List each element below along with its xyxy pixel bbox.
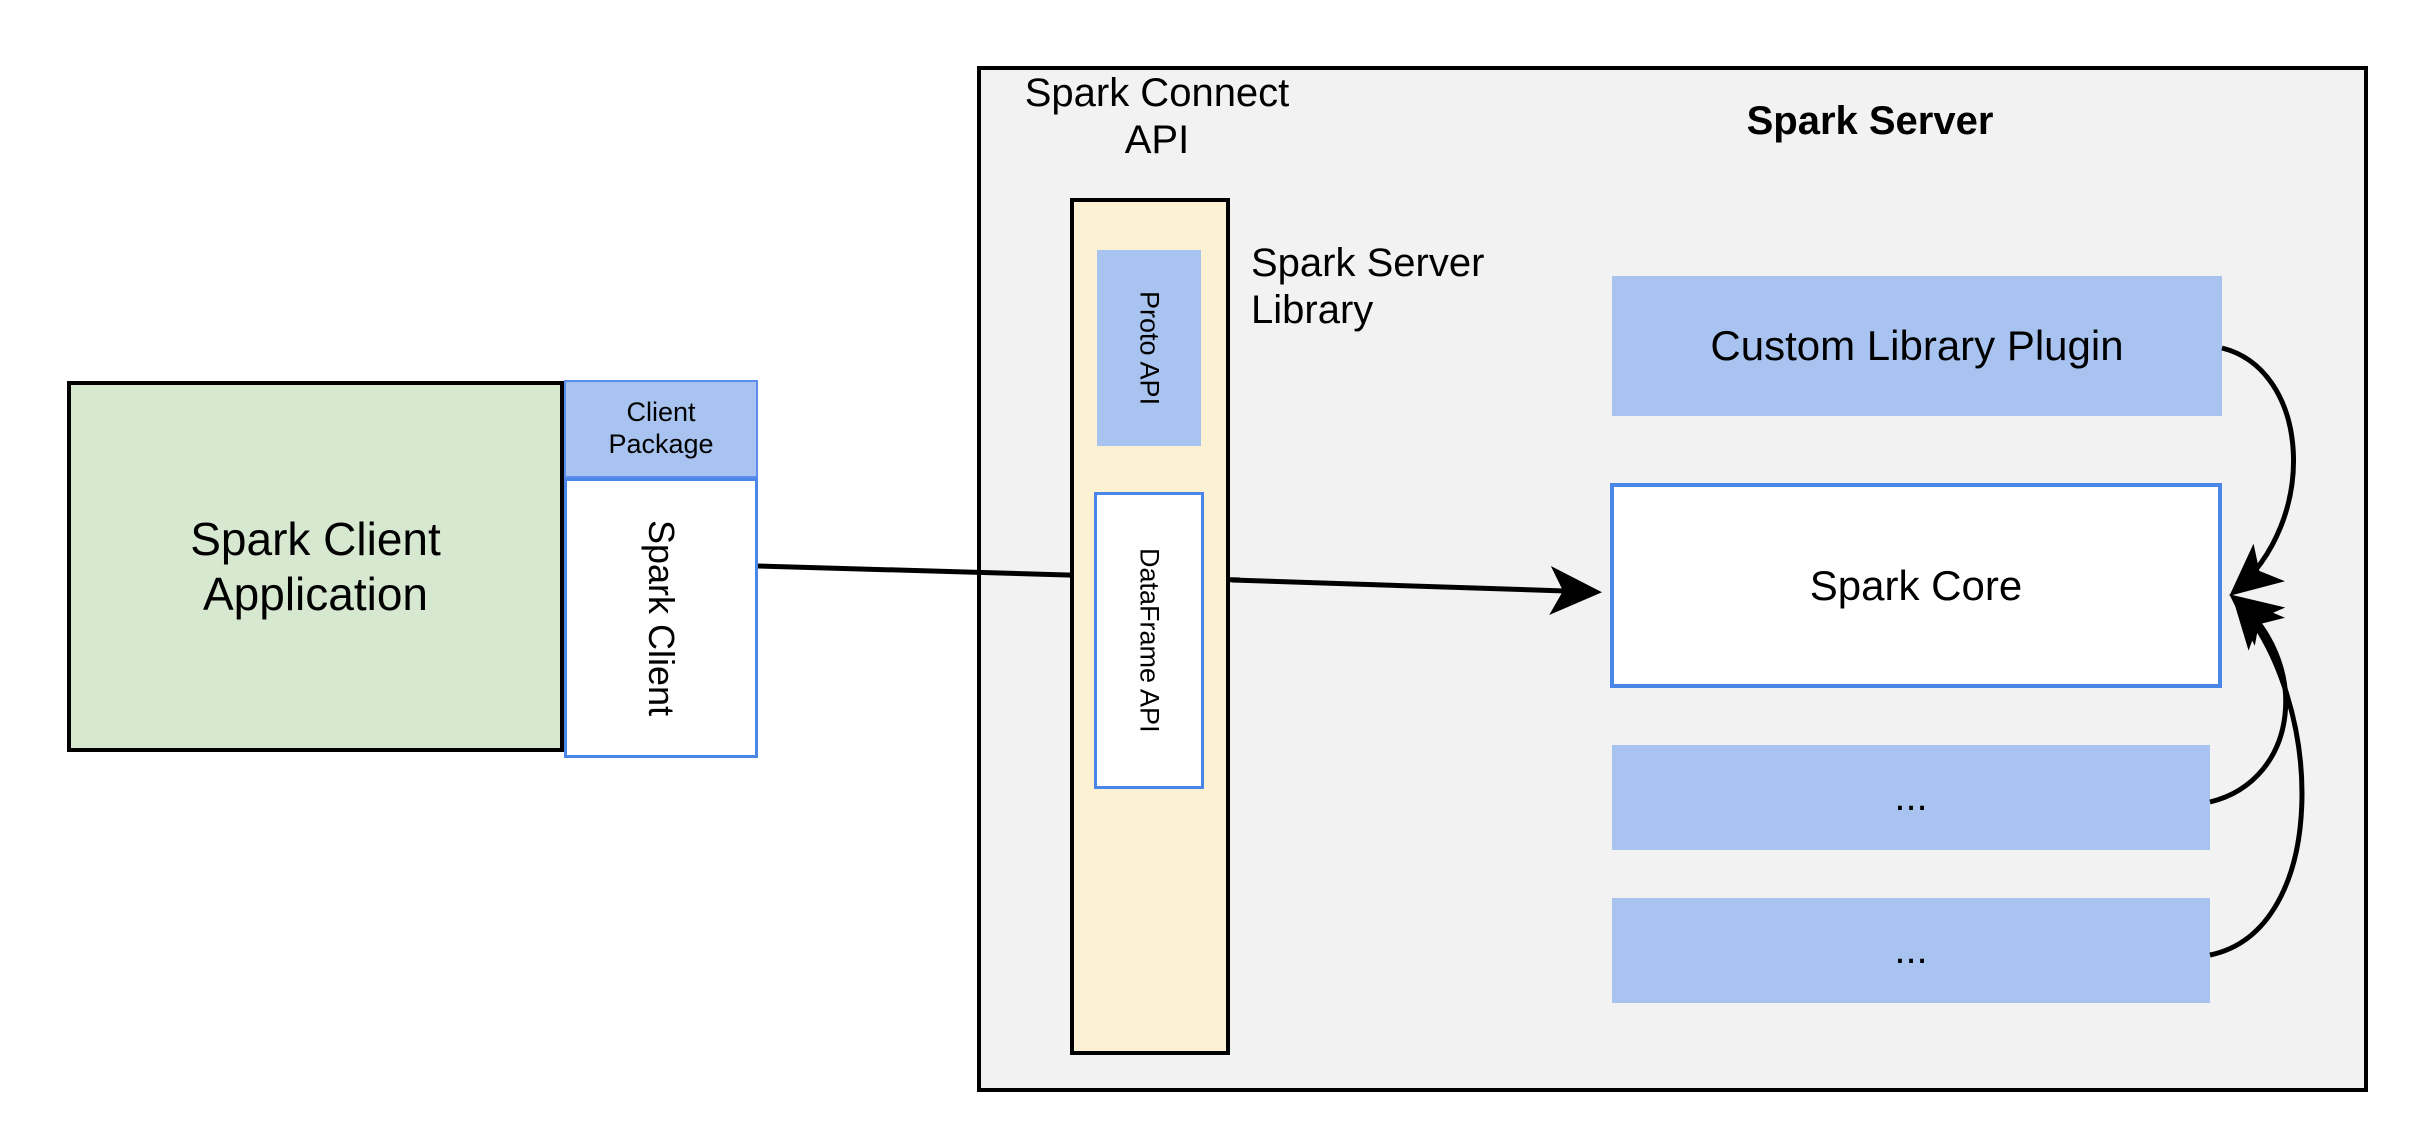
proto-api-label: Proto API	[1134, 290, 1165, 406]
client-package-line2: Package	[608, 429, 714, 459]
client-app-line1: Spark Client	[190, 513, 441, 566]
custom-library-plugin-box[interactable]: Custom Library Plugin	[1612, 276, 2222, 416]
dataframe-api-box[interactable]: DataFrame API	[1094, 492, 1204, 789]
proto-api-box[interactable]: Proto API	[1097, 250, 1201, 446]
spark-server-library-line2: Library	[1251, 288, 1374, 333]
spark-client-label: Spark Client	[641, 519, 682, 717]
ellipsis-box-2[interactable]: ...	[1612, 898, 2210, 1003]
spark-core-box[interactable]: Spark Core	[1610, 483, 2222, 688]
spark-server-library-label: Spark Server Library	[1251, 240, 1581, 350]
client-package-line1: Client	[626, 397, 696, 428]
spark-server-title: Spark Server	[1746, 99, 1994, 144]
dataframe-api-label: DataFrame API	[1134, 548, 1165, 733]
spark-server-library-line1: Spark Server	[1251, 241, 1485, 285]
spark-connect-api-line1: Spark Connect	[1024, 71, 1290, 115]
client-app-line2: Application	[202, 567, 429, 620]
spark-connect-api-line2: API	[1124, 118, 1190, 163]
spark-client-application-box[interactable]: Spark Client Application	[67, 381, 564, 752]
client-package-box[interactable]: Client Package	[564, 380, 758, 478]
spark-client-box[interactable]: Spark Client	[564, 478, 758, 758]
spark-connect-api-label: Spark Connect API	[1007, 70, 1307, 162]
ellipsis-box-1[interactable]: ...	[1612, 745, 2210, 850]
